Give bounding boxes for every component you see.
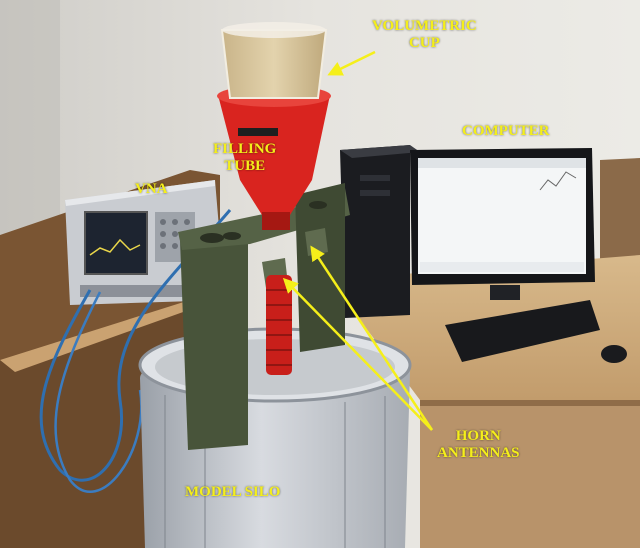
label-vna: VNA [135,181,168,197]
arrow-volumetric-cup [327,50,376,76]
keyboard [445,300,600,362]
label-horn-antennas: HORN ANTENNAS [437,428,520,462]
label-volumetric-cup: VOLUMETRIC CUP [372,18,477,52]
arrow-horn-2 [282,277,433,431]
coax-cable [39,209,232,482]
monitor [410,148,595,300]
label-filling-tube-line2: TUBE [224,158,266,174]
wall-corner [0,0,60,260]
label-computer: COMPUTER [462,123,550,139]
mouse [601,345,627,363]
volumetric-cup [220,22,328,99]
horn-antenna-2 [305,228,328,256]
label-volumetric-cup-line1: VOLUMETRIC [372,18,477,34]
label-filling-tube-line1: FILLING [213,141,277,157]
vna-instrument [65,180,225,305]
arrow-horn-1 [310,245,434,431]
label-model-silo: MODEL SILO [185,484,281,500]
label-horn-antennas-line1: HORN [455,428,501,444]
filling-tube [266,275,292,375]
label-horn-antennas-line2: ANTENNAS [437,445,520,461]
computer-tower [340,145,420,318]
label-volumetric-cup-line2: CUP [408,35,440,51]
label-filling-tube: FILLING TUBE [213,141,276,175]
